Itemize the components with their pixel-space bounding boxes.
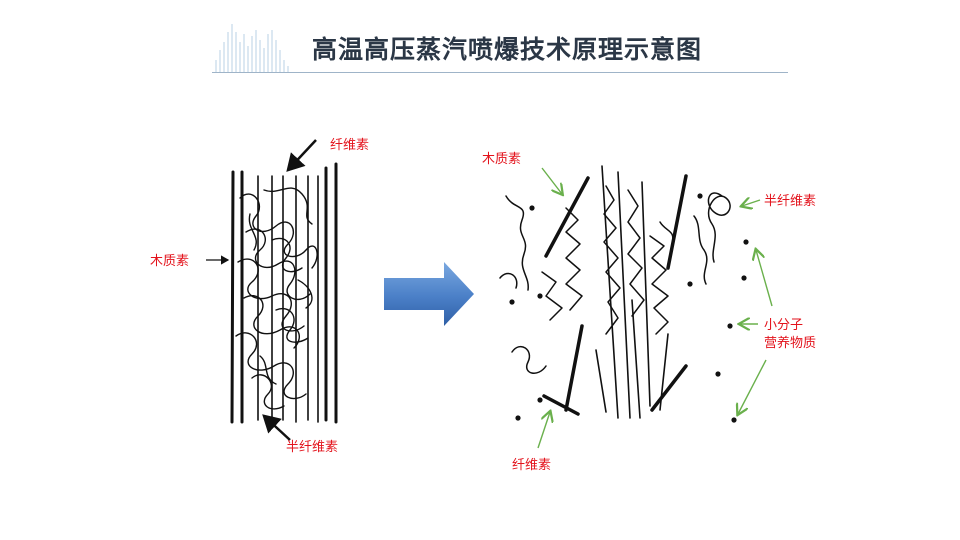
label-cellulose-after: 纤维素 [512,454,551,473]
label-small-molecule-line1: 小分子 [764,314,803,333]
exploded-fiber-bundle [500,166,772,448]
intact-fiber-bundle [206,140,336,440]
process-arrow-icon [384,262,474,326]
label-small-molecule-line2: 营养物质 [764,332,816,351]
label-hemicellulose-after: 半纤维素 [764,190,816,209]
label-lignin-before: 木质素 [150,250,189,269]
label-lignin-after: 木质素 [482,148,521,167]
label-hemicellulose-before: 半纤维素 [286,436,338,455]
label-cellulose-before: 纤维素 [330,134,369,153]
